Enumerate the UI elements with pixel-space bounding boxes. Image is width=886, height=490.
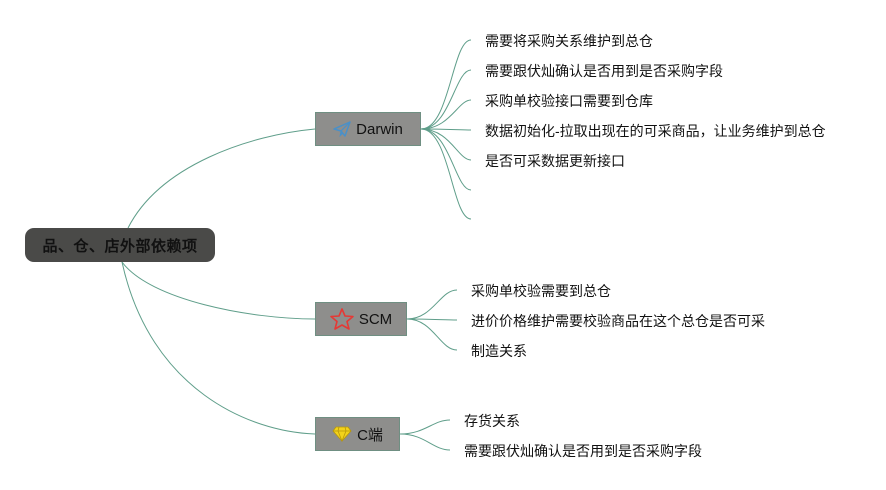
star-icon [330, 308, 354, 330]
topic-darwin[interactable]: Darwin [315, 112, 421, 146]
topic-c-label: C端 [357, 426, 383, 444]
scm-branches [406, 289, 458, 351]
darwin-branches [420, 39, 472, 220]
topic-scm[interactable]: SCM [315, 302, 407, 336]
leaf-darwin-3[interactable]: 采购单校验接口需要到仓库 [485, 93, 653, 109]
leaf-darwin-1[interactable]: 需要将采购关系维护到总仓 [485, 33, 653, 49]
edge-root-darwin [127, 128, 316, 229]
leaf-darwin-4[interactable]: 数据初始化-拉取出现在的可采商品，让业务维护到总仓 [485, 123, 826, 139]
leaf-scm-2[interactable]: 进价价格维护需要校验商品在这个总仓是否可采 [471, 313, 765, 329]
topic-c[interactable]: C端 [315, 417, 400, 451]
diamond-icon [332, 426, 352, 442]
leaf-c-1[interactable]: 存货关系 [464, 413, 520, 429]
topic-darwin-label: Darwin [356, 120, 403, 138]
paper-plane-icon [333, 121, 351, 137]
topic-scm-label: SCM [358, 310, 393, 328]
edge-root-c [121, 261, 316, 435]
edge-root-scm [121, 261, 316, 320]
leaf-scm-3[interactable]: 制造关系 [471, 343, 527, 359]
root-node[interactable]: 品、仓、店外部依赖项 [25, 228, 215, 262]
root-node-label: 品、仓、店外部依赖项 [42, 237, 198, 255]
leaf-darwin-5[interactable]: 是否可采数据更新接口 [485, 153, 625, 169]
c-branches [399, 419, 451, 451]
leaf-scm-1[interactable]: 采购单校验需要到总仓 [471, 283, 611, 299]
leaf-c-2[interactable]: 需要跟伏灿确认是否用到是否采购字段 [464, 443, 702, 459]
leaf-darwin-2[interactable]: 需要跟伏灿确认是否用到是否采购字段 [485, 63, 723, 79]
